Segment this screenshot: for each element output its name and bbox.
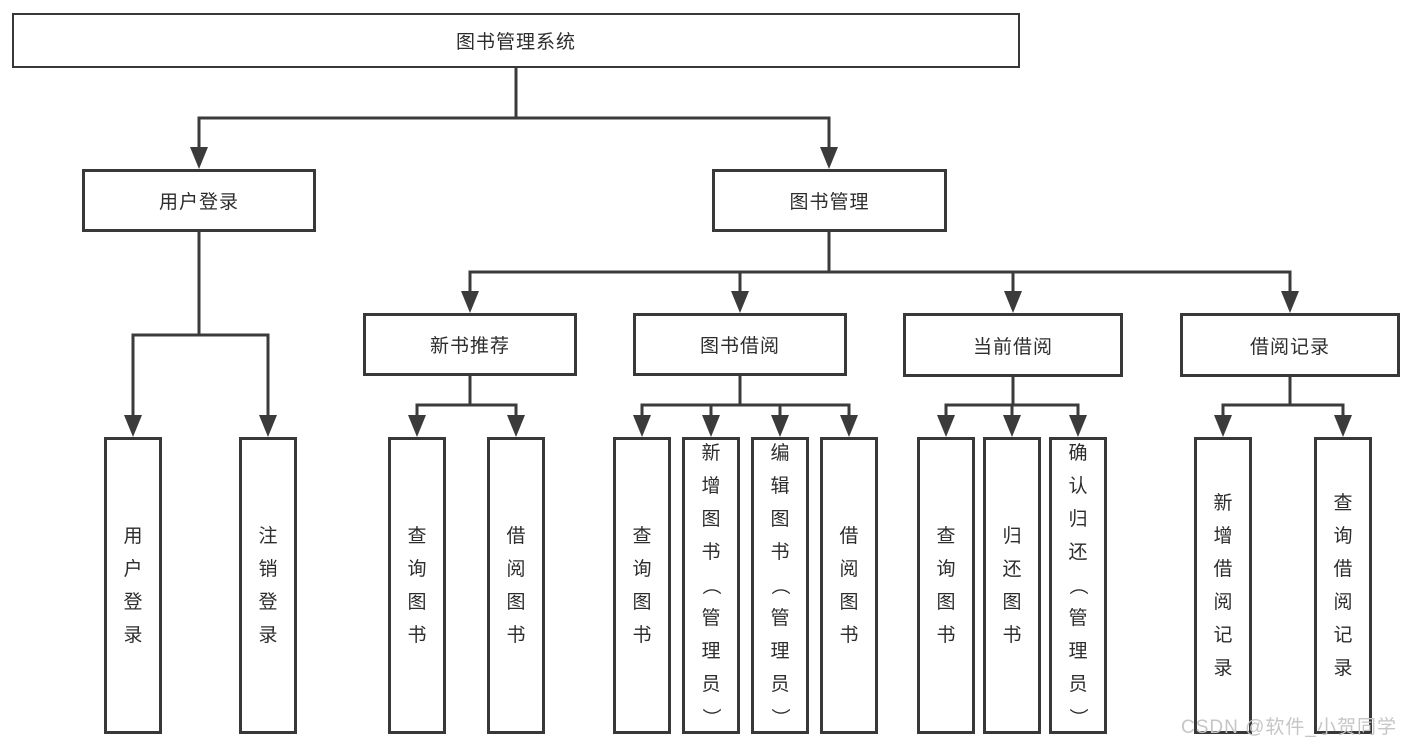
node-label: 图书管理 [789, 192, 870, 213]
leaf-label: 借阅图书 [506, 525, 526, 646]
leaf-label: 注销登录 [258, 525, 278, 646]
leaf-add-book-admin: 新增图书（管理员） [682, 437, 740, 734]
leaf-label: 查询图书 [936, 525, 956, 646]
node-book-management: 图书管理 [712, 169, 947, 232]
leaf-confirm-return-admin: 确认归还（管理员） [1049, 437, 1107, 734]
node-label: 借阅记录 [1249, 336, 1330, 358]
leaf-borrow-books-recommend: 借阅图书 [487, 437, 545, 734]
leaf-label: 查询借阅记录 [1333, 492, 1353, 679]
leaf-query-books-borrowing: 查询图书 [613, 437, 671, 734]
leaf-label: 编辑图书（管理员） [769, 443, 791, 728]
node-borrowing-records: 借阅记录 [1180, 313, 1400, 377]
node-label: 新书推荐 [429, 336, 510, 357]
leaf-label: 查询图书 [632, 525, 652, 646]
leaf-edit-book-admin: 编辑图书（管理员） [751, 437, 809, 734]
leaf-query-books-recommend: 查询图书 [388, 437, 446, 734]
leaf-return-book: 归还图书 [983, 437, 1041, 734]
arrowheads [124, 147, 1352, 437]
leaf-logout: 注销登录 [239, 437, 297, 734]
watermark: CSDN @软件_小贺同学 [1181, 717, 1397, 738]
node-current-borrowing: 当前借阅 [903, 313, 1123, 377]
node-label: 用户登录 [158, 192, 239, 213]
leaf-label: 归还图书 [1002, 525, 1022, 646]
leaf-label: 新增借阅记录 [1213, 492, 1233, 679]
leaf-borrow-books: 借阅图书 [820, 437, 878, 734]
node-label: 当前借阅 [972, 336, 1053, 358]
leaf-label: 查询图书 [407, 525, 427, 646]
node-user-login: 用户登录 [82, 169, 316, 232]
leaf-label: 借阅图书 [839, 525, 859, 646]
node-library-management-system: 图书管理系统 [12, 13, 1020, 68]
node-label: 图书管理系统 [455, 32, 576, 53]
leaf-label: 用户登录 [123, 525, 143, 646]
node-book-borrowing: 图书借阅 [633, 313, 847, 376]
node-label: 图书借阅 [699, 336, 780, 357]
leaf-user-login: 用户登录 [104, 437, 162, 734]
leaf-label: 确认归还（管理员） [1067, 443, 1089, 728]
node-new-book-recommendation: 新书推荐 [363, 313, 577, 376]
leaf-label: 新增图书（管理员） [700, 443, 722, 728]
leaf-query-books-current: 查询图书 [917, 437, 975, 734]
leaf-add-borrow-record: 新增借阅记录 [1194, 437, 1252, 734]
leaf-query-borrow-record: 查询借阅记录 [1314, 437, 1372, 734]
